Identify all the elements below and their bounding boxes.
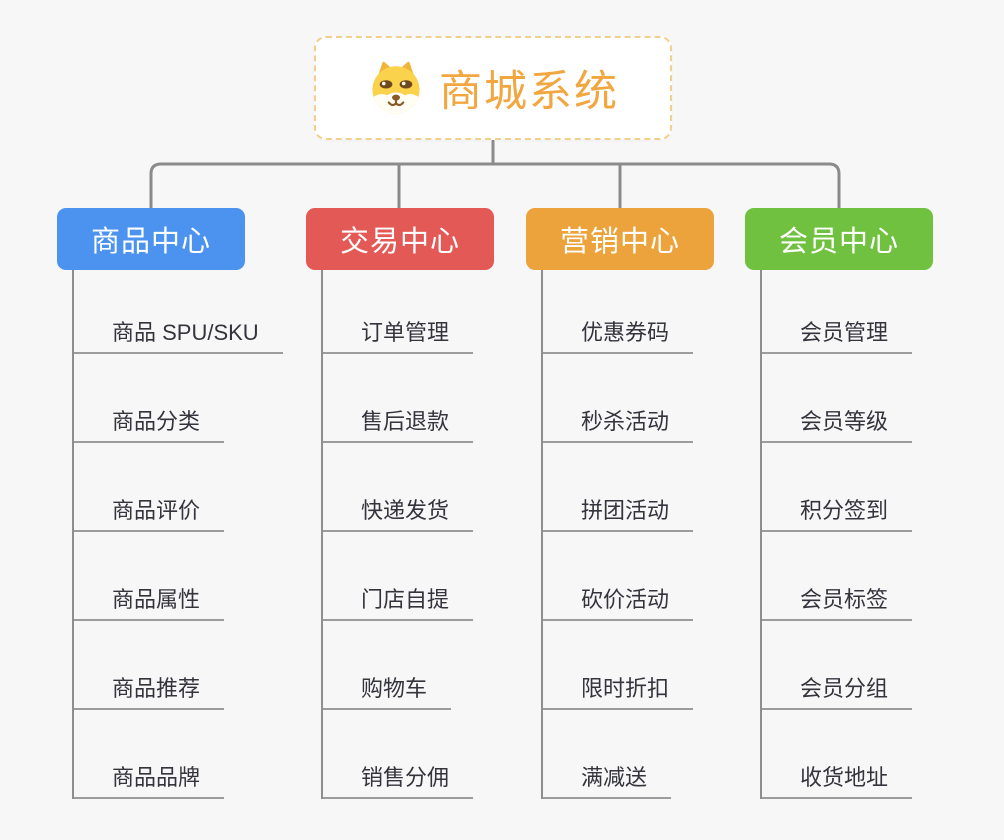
- branch-node-marketing[interactable]: 营销中心: [526, 208, 714, 270]
- topic-node[interactable]: 商品分类: [74, 354, 225, 443]
- topic-node[interactable]: 商品属性: [74, 532, 225, 621]
- topic-node[interactable]: 积分签到: [762, 443, 913, 532]
- branch-node-product[interactable]: 商品中心: [57, 208, 245, 270]
- topic-node[interactable]: 秒杀活动: [543, 354, 694, 443]
- topic-node[interactable]: 会员分组: [762, 621, 913, 710]
- root-title: 商城系统: [439, 68, 619, 116]
- topic-node[interactable]: 商品评价: [74, 443, 225, 532]
- branch-column-member: 会员中心 会员管理 会员等级 积分签到 会员标签 会员分组 收货地址: [745, 208, 933, 799]
- root-node[interactable]: 商城系统: [314, 36, 672, 140]
- topic-node[interactable]: 砍价活动: [543, 532, 694, 621]
- branch-items-member: 会员管理 会员等级 积分签到 会员标签 会员分组 收货地址: [760, 270, 933, 799]
- branch-items-trade: 订单管理 售后退款 快递发货 门店自提 购物车 销售分佣: [321, 270, 494, 799]
- topic-node[interactable]: 收货地址: [762, 710, 913, 799]
- topic-node[interactable]: 销售分佣: [323, 710, 474, 799]
- topic-node[interactable]: 商品推荐: [74, 621, 225, 710]
- topic-node[interactable]: 会员等级: [762, 354, 913, 443]
- branch-column-product: 商品中心 商品 SPU/SKU 商品分类 商品评价 商品属性 商品推荐 商品品牌: [57, 208, 283, 799]
- branch-items-product: 商品 SPU/SKU 商品分类 商品评价 商品属性 商品推荐 商品品牌: [72, 270, 283, 799]
- topic-node[interactable]: 满减送: [543, 710, 672, 799]
- branch-items-marketing: 优惠券码 秒杀活动 拼团活动 砍价活动 限时折扣 满减送: [541, 270, 714, 799]
- branch-node-member[interactable]: 会员中心: [745, 208, 933, 270]
- branch-column-trade: 交易中心 订单管理 售后退款 快递发货 门店自提 购物车 销售分佣: [306, 208, 494, 799]
- topic-node[interactable]: 门店自提: [323, 532, 474, 621]
- topic-node[interactable]: 商品 SPU/SKU: [74, 270, 283, 354]
- topic-node[interactable]: 优惠券码: [543, 270, 694, 354]
- topic-node[interactable]: 会员管理: [762, 270, 913, 354]
- branch-node-trade[interactable]: 交易中心: [306, 208, 494, 270]
- topic-node[interactable]: 限时折扣: [543, 621, 694, 710]
- topic-node[interactable]: 拼团活动: [543, 443, 694, 532]
- topic-node[interactable]: 会员标签: [762, 532, 913, 621]
- topic-node[interactable]: 快递发货: [323, 443, 474, 532]
- shiba-dog-icon: [372, 61, 420, 114]
- branch-column-marketing: 营销中心 优惠券码 秒杀活动 拼团活动 砍价活动 限时折扣 满减送: [526, 208, 714, 799]
- topic-node[interactable]: 订单管理: [323, 270, 474, 354]
- topic-node[interactable]: 购物车: [323, 621, 452, 710]
- topic-node[interactable]: 商品品牌: [74, 710, 225, 799]
- topic-node[interactable]: 售后退款: [323, 354, 474, 443]
